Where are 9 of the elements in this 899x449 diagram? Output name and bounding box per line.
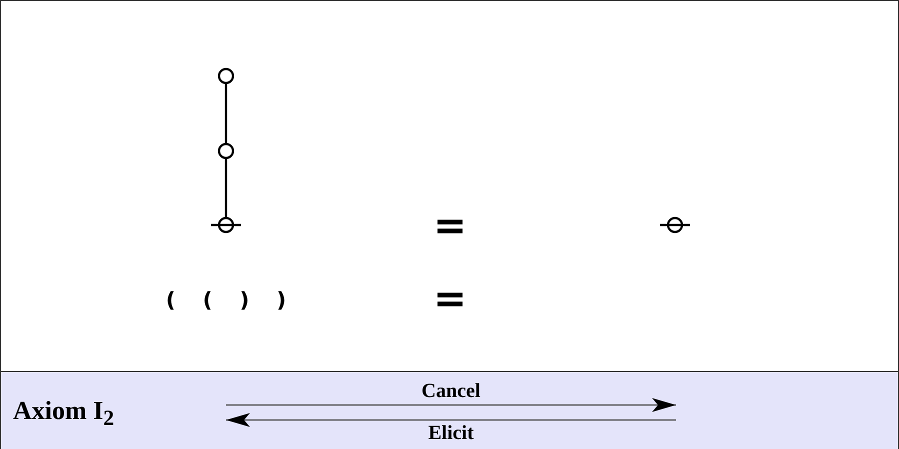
- arrow-label: Cancel: [422, 380, 480, 402]
- bracket-expression: ( ( ) ): [166, 288, 286, 312]
- axiom-title: Axiom I$_{2}$: [13, 396, 114, 432]
- arrow-label: Elicit: [428, 422, 474, 444]
- tree-edge: [224, 83, 228, 144]
- axiom-band: [1, 371, 898, 449]
- tree-edge: [224, 158, 228, 218]
- equals-sign: =: [433, 276, 467, 322]
- equals-sign: =: [433, 203, 467, 249]
